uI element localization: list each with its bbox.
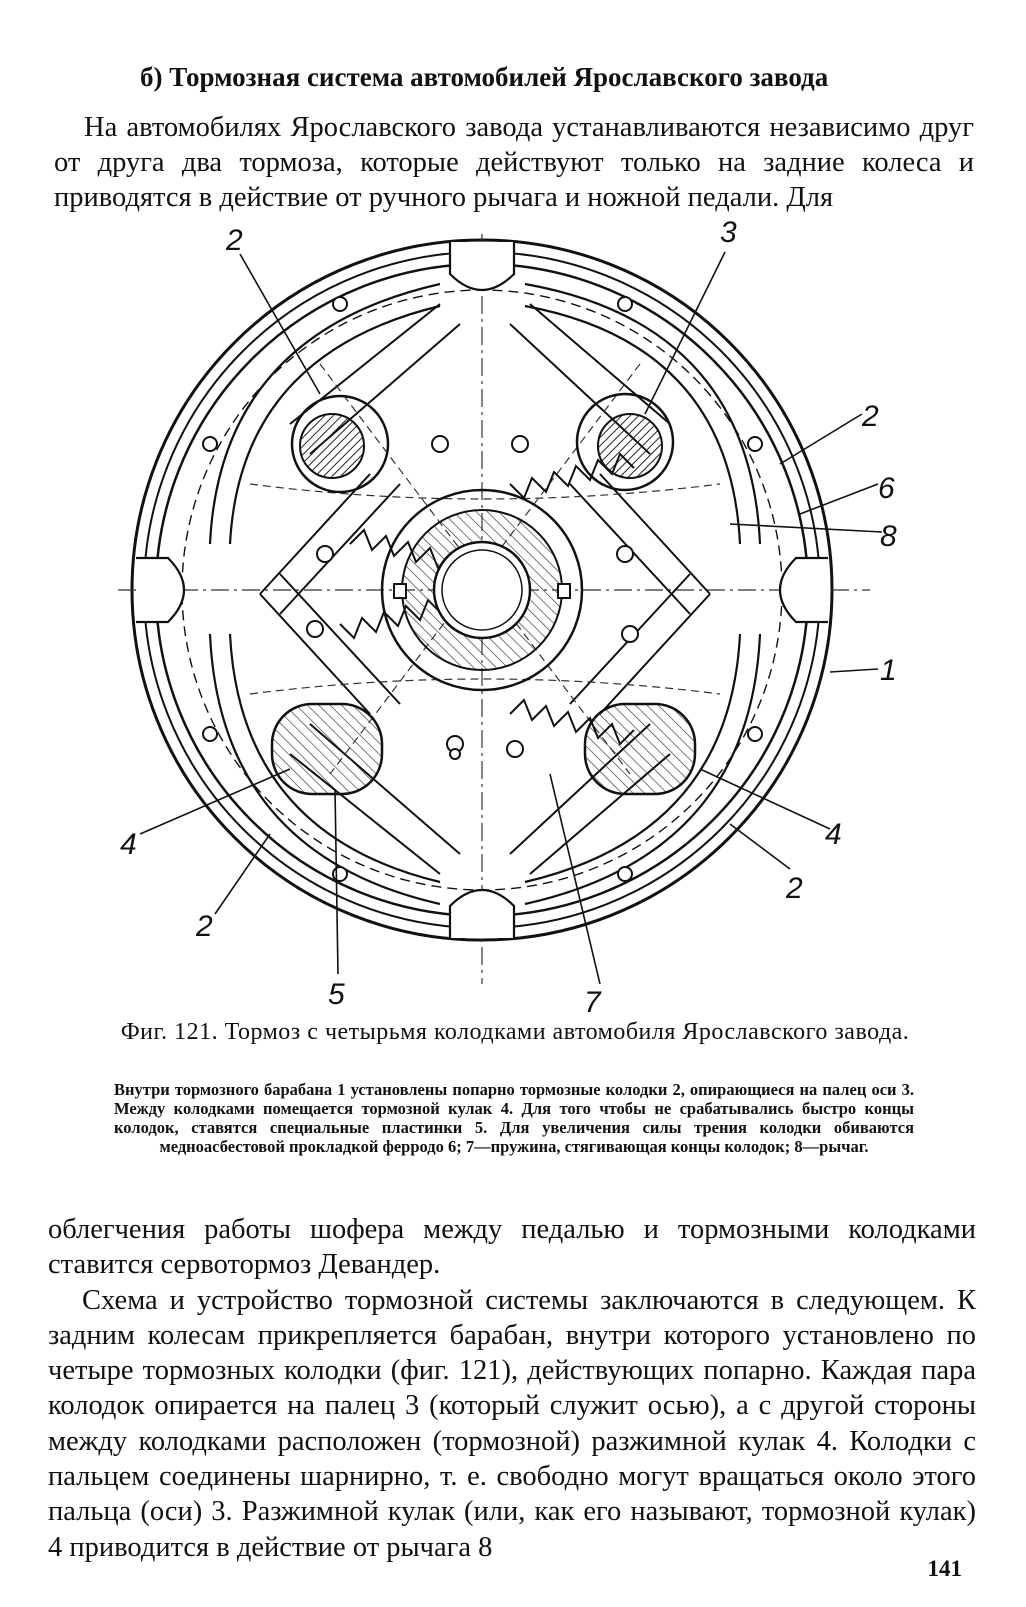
label-left-4: 4 [120,828,137,861]
label-top-left: 2 [225,224,243,257]
page-number: 141 [927,1556,963,1581]
label-right-6: 6 [878,472,895,505]
brake-shoes [208,282,762,906]
figure-caption-title: Фиг. 121. Тормоз с четырьмя колодками ав… [120,1019,910,1045]
label-top-right: 3 [720,216,737,249]
pivot-pins [290,392,675,494]
label-right-4: 4 [825,818,842,851]
hidden-lines [249,363,721,775]
label-bottom-7: 7 [584,986,602,1014]
brake-cams [270,702,697,796]
leader-lines [139,251,883,985]
label-left-lower: 2 [195,910,213,943]
label-right-8: 8 [880,520,897,553]
body-paragraph-2: Схема и устройство тормозной системы зак… [48,1284,976,1563]
section-title: б) Тормозная система автомобилей Ярослав… [140,62,829,92]
body-paragraph-1: облегчения работы шофера между педалью и… [48,1214,976,1281]
brake-drum-figure: 2 3 2 6 8 1 4 2 4 2 5 7 [110,214,910,1014]
figure-caption-description: Внутри тормозного барабана 1 установлены… [114,1080,914,1156]
label-right-lower: 2 [785,872,803,905]
label-bottom-5: 5 [328,978,345,1011]
drum-notches [136,242,828,938]
hub [380,488,584,692]
body-text: облегчения работы шофера между педалью и… [48,1212,976,1565]
brake-drum-drawing: 2 3 2 6 8 1 4 2 4 2 5 7 [118,216,897,1014]
label-right-1: 1 [880,654,897,687]
bolts [202,296,763,882]
intro-paragraph: На автомобилях Ярославского завода устан… [54,110,974,215]
label-right-upper: 2 [861,400,879,433]
intro-paragraph-text: На автомобилях Ярославского завода устан… [54,112,974,213]
